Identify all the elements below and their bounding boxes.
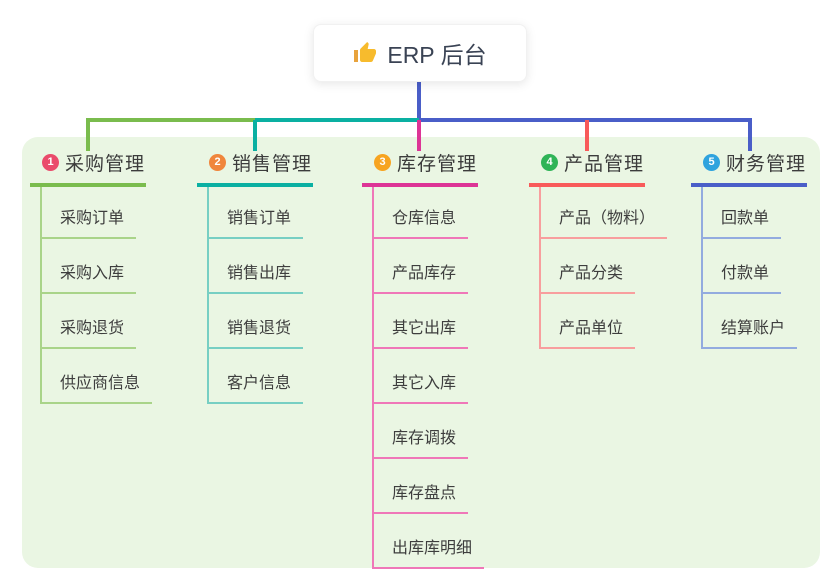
connector-drop-purchase bbox=[86, 120, 90, 151]
branch-purchase: 1 采购管理 采购订单 采购入库 采购退货 供应商信息 bbox=[30, 146, 153, 404]
branch-number-badge: 4 bbox=[541, 154, 558, 171]
child-node[interactable]: 其它入库 bbox=[374, 349, 484, 404]
connector-drop-sales bbox=[253, 120, 257, 151]
child-node[interactable]: 产品单位 bbox=[541, 294, 667, 349]
child-node[interactable]: 采购入库 bbox=[42, 239, 152, 294]
branch-product: 4 产品管理 产品（物料） 产品分类 产品单位 bbox=[529, 146, 668, 349]
root-node[interactable]: ERP 后台 bbox=[313, 24, 527, 82]
child-node[interactable]: 采购订单 bbox=[42, 187, 152, 239]
child-node[interactable]: 销售订单 bbox=[209, 187, 313, 239]
child-node[interactable]: 付款单 bbox=[703, 239, 807, 294]
branch-number-badge: 3 bbox=[374, 154, 391, 171]
child-node[interactable]: 供应商信息 bbox=[42, 349, 153, 404]
child-node[interactable]: 产品分类 bbox=[541, 239, 667, 294]
branch-node-finance[interactable]: 5 财务管理 bbox=[691, 146, 807, 187]
child-node[interactable]: 库存盘点 bbox=[374, 459, 484, 514]
branch-number-badge: 2 bbox=[209, 154, 226, 171]
branch-node-sales[interactable]: 2 销售管理 bbox=[197, 146, 313, 187]
branches-panel bbox=[22, 137, 820, 568]
child-node[interactable]: 采购退货 bbox=[42, 294, 152, 349]
connector-drop-inventory bbox=[417, 120, 421, 151]
connector-drop-product bbox=[585, 120, 589, 151]
branch-children: 产品（物料） 产品分类 产品单位 bbox=[539, 187, 668, 349]
branch-node-inventory[interactable]: 3 库存管理 bbox=[362, 146, 478, 187]
child-node[interactable]: 产品（物料） bbox=[541, 187, 668, 239]
connector-horizontal-teal bbox=[255, 118, 421, 122]
branch-children: 销售订单 销售出库 销售退货 客户信息 bbox=[207, 187, 313, 404]
branch-label: 财务管理 bbox=[726, 154, 807, 175]
branch-number-badge: 5 bbox=[703, 154, 720, 171]
branch-finance: 5 财务管理 回款单 付款单 结算账户 bbox=[691, 146, 807, 349]
child-node[interactable]: 客户信息 bbox=[209, 349, 313, 404]
child-node[interactable]: 回款单 bbox=[703, 187, 807, 239]
branch-children: 仓库信息 产品库存 其它出库 其它入库 库存调拨 库存盘点 出库库明细 bbox=[372, 187, 485, 569]
branch-node-product[interactable]: 4 产品管理 bbox=[529, 146, 645, 187]
branch-children: 采购订单 采购入库 采购退货 供应商信息 bbox=[40, 187, 153, 404]
branch-label: 库存管理 bbox=[397, 154, 478, 175]
branch-sales: 2 销售管理 销售订单 销售出库 销售退货 客户信息 bbox=[197, 146, 313, 404]
branch-inventory: 3 库存管理 仓库信息 产品库存 其它出库 其它入库 库存调拨 库存盘点 出库库… bbox=[362, 146, 485, 569]
child-node[interactable]: 销售出库 bbox=[209, 239, 313, 294]
child-node[interactable]: 结算账户 bbox=[703, 294, 807, 349]
child-node[interactable]: 仓库信息 bbox=[374, 187, 484, 239]
child-node[interactable]: 其它出库 bbox=[374, 294, 484, 349]
child-node[interactable]: 销售退货 bbox=[209, 294, 313, 349]
branch-label: 产品管理 bbox=[564, 154, 645, 175]
branch-node-purchase[interactable]: 1 采购管理 bbox=[30, 146, 146, 187]
connector-root-vertical bbox=[417, 79, 421, 120]
thumbs-up-icon bbox=[353, 41, 377, 65]
child-node[interactable]: 出库库明细 bbox=[374, 514, 485, 569]
root-label: ERP 后台 bbox=[387, 42, 487, 68]
branch-label: 采购管理 bbox=[65, 154, 146, 175]
child-node[interactable]: 产品库存 bbox=[374, 239, 484, 294]
connector-drop-finance bbox=[748, 120, 752, 151]
branch-children: 回款单 付款单 结算账户 bbox=[701, 187, 807, 349]
branch-label: 销售管理 bbox=[232, 154, 313, 175]
branch-number-badge: 1 bbox=[42, 154, 59, 171]
child-node[interactable]: 库存调拨 bbox=[374, 404, 484, 459]
connector-horizontal-green bbox=[86, 118, 257, 122]
